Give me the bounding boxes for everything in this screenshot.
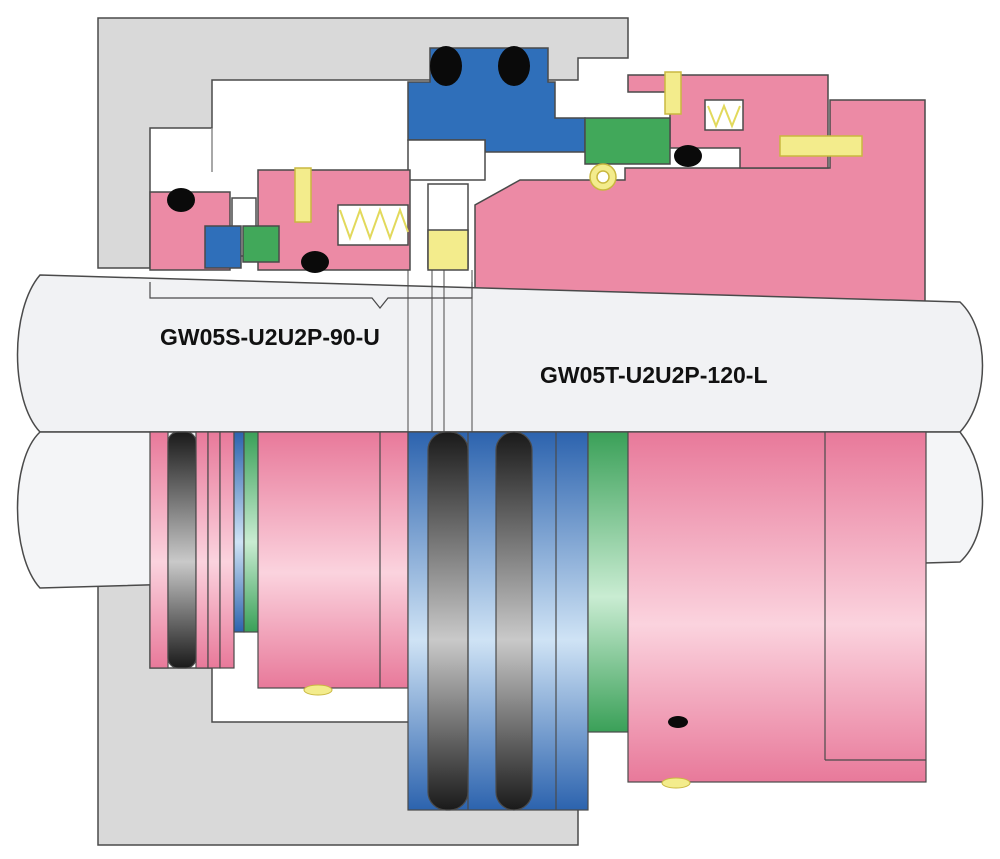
seat-window	[407, 139, 486, 181]
seal-label-single: GW05S-U2U2P-90-U	[160, 324, 380, 350]
outboard-ring-green	[587, 431, 631, 733]
inboard-ring-pink-a	[149, 431, 169, 669]
bolt-head-icon	[303, 684, 691, 789]
inboard-spring-holder	[257, 431, 409, 689]
upper-section	[149, 47, 926, 303]
inboard-o-ring	[167, 431, 197, 669]
seal-label-tandem: GW05T-U2U2P-120-L	[540, 362, 768, 388]
face-ring-green	[242, 225, 280, 263]
face-ring-blue	[204, 225, 242, 269]
set-screw-icon	[294, 71, 863, 223]
seat-o-ring-a	[427, 431, 469, 811]
shaft-sleeve	[474, 99, 926, 303]
o-ring-icon	[167, 46, 702, 273]
drive-pin-hole-icon	[668, 716, 688, 728]
inboard-ring-blue	[233, 431, 245, 633]
outboard-sleeve-pink	[627, 431, 927, 783]
secondary-ring-green	[584, 117, 671, 165]
seat-o-ring-b	[495, 431, 533, 811]
spring-icon	[339, 103, 741, 241]
